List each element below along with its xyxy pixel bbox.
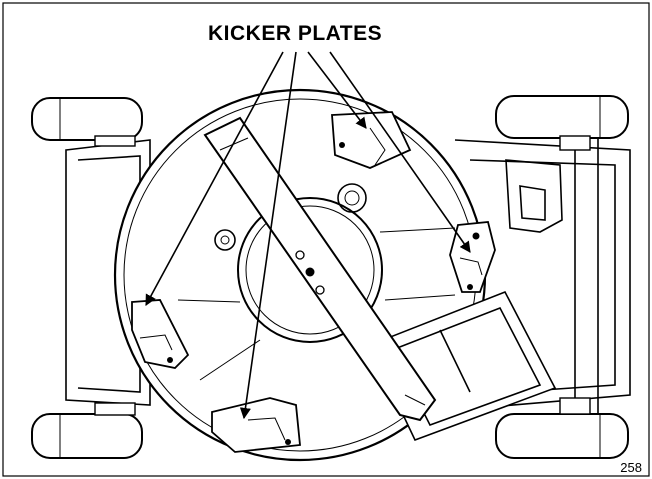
spindle-housing xyxy=(214,183,383,343)
arrow-to-bottom-plate xyxy=(239,51,297,420)
deck-ribs xyxy=(177,227,456,381)
kicker-plate-bottom xyxy=(211,397,301,453)
mower-blade xyxy=(203,116,437,422)
rear-right-wheel xyxy=(495,413,629,459)
kicker-plate-left xyxy=(131,299,190,369)
kicker-plate-top xyxy=(331,111,412,169)
arrow-to-top-plate xyxy=(307,51,367,129)
callout-arrows xyxy=(145,51,471,420)
arrow-to-right-plate xyxy=(329,51,471,253)
arrow-to-left-plate xyxy=(145,51,284,306)
callout-label: KICKER PLATES xyxy=(208,22,383,45)
axle-brackets xyxy=(94,135,591,416)
front-left-wheel xyxy=(31,97,143,141)
front-right-wheel xyxy=(495,95,629,139)
rear-left-wheel xyxy=(31,413,143,459)
figure-number: 258 xyxy=(620,460,642,475)
